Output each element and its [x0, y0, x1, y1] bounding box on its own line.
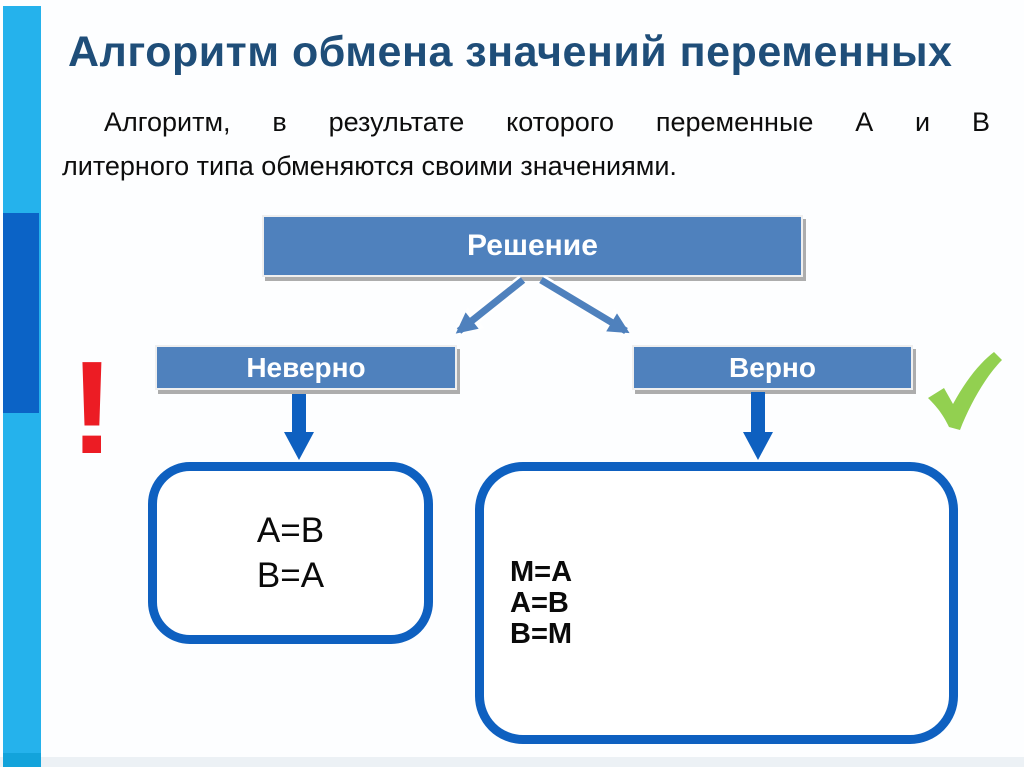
decision-box-label: Решение — [467, 229, 598, 262]
arrow-decision-to-wrong — [454, 276, 527, 336]
wrong-code-panel: А=В В=А — [148, 462, 433, 644]
wrong-box-label: Неверно — [246, 351, 366, 383]
decision-box: Решение — [262, 215, 803, 277]
slide-title: Алгоритм обмена значений переменных — [68, 28, 953, 76]
wrong-box: Неверно — [155, 345, 457, 390]
arrow-wrong-down-icon — [284, 394, 314, 460]
wrong-code-line: В=А — [256, 556, 325, 595]
bottom-accent-strip — [0, 757, 1024, 767]
slide-paragraph: Алгоритм, в результате которого переменн… — [62, 100, 990, 188]
left-accent-bar-dark-segment — [3, 213, 39, 413]
right-code-panel: M=A A=B B=M — [475, 462, 958, 744]
right-code-line: B=M — [510, 617, 573, 650]
wrong-code-line: А=В — [256, 511, 325, 550]
arrow-decision-to-right — [537, 276, 631, 337]
paragraph-line-1: Алгоритм, в результате которого переменн… — [104, 107, 990, 137]
right-code-line: M=A — [510, 555, 573, 588]
arrow-right-down-icon — [743, 392, 773, 460]
paragraph-line-2: литерного типа обменяются своими значени… — [62, 151, 677, 181]
left-accent-bar-foot — [3, 753, 41, 767]
right-box: Верно — [632, 345, 913, 390]
branch-arrows — [454, 276, 631, 337]
right-code-line: A=B — [510, 586, 569, 619]
check-icon — [928, 352, 1002, 430]
exclamation-mark: ! — [70, 334, 114, 481]
right-box-label: Верно — [729, 351, 816, 383]
